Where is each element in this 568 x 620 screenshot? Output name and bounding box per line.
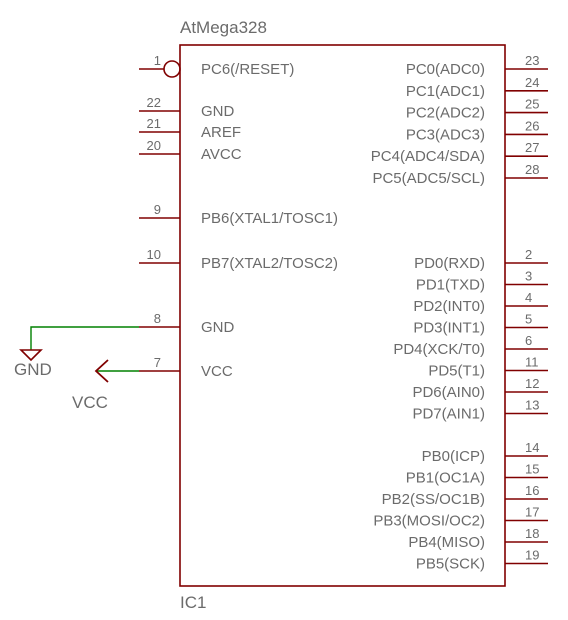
pin-name: AREF [201,124,241,141]
ground-symbol-icon [19,349,43,362]
pin-name: PB2(SS/OC1B) [382,491,485,508]
pin-name: PD3(INT1) [413,320,485,337]
pin-number: 11 [525,355,539,370]
right-pins: 23PC0(ADC0)24PC1(ADC1)25PC2(ADC2)26PC3(A… [371,53,548,573]
pin-name: PB4(MISO) [408,534,485,551]
chip-name: AtMega328 [180,18,267,37]
gnd-wire [30,326,139,350]
pin-name: PD5(T1) [428,363,485,380]
inversion-bubble-icon [163,60,181,78]
pin-name: PB0(ICP) [422,448,485,465]
pin-number: 12 [525,376,539,391]
pin-number: 7 [154,355,161,370]
pin-name: PB5(SCK) [416,556,485,573]
left-pins: 1PC6(/RESET)22GND21AREF20AVCC9PB6(XTAL1/… [139,53,338,380]
pin-number: 3 [525,269,532,284]
gnd-net: GND [14,326,139,379]
pin-number: 15 [525,462,539,477]
pin-number: 22 [147,95,161,110]
pin-name: PD1(TXD) [416,277,485,294]
pin-name: PB6(XTAL1/TOSC1) [201,210,338,227]
pin-name: PD0(RXD) [414,255,485,272]
pin-number: 20 [147,138,161,153]
pin-name: PB1(OC1A) [406,470,485,487]
pin-name: AVCC [201,146,242,163]
pin-name: PB3(MOSI/OC2) [373,513,485,530]
pin-number: 23 [525,53,539,68]
pin-number: 2 [525,247,532,262]
pin-number: 16 [525,483,539,498]
gnd-net-label: GND [14,360,52,379]
pin-name: GND [201,319,235,336]
chip-designator: IC1 [180,593,206,612]
pin-name: PD6(AIN0) [412,384,485,401]
pin-number: 13 [525,398,539,413]
pin-number: 5 [525,312,532,327]
pin-number: 28 [525,162,539,177]
pin-name: PC2(ADC2) [406,105,485,122]
pin-number: 4 [525,290,532,305]
pin-name: PC1(ADC1) [406,83,485,100]
pin-number: 6 [525,333,532,348]
pin-name: PB7(XTAL2/TOSC2) [201,255,338,272]
pin-name: PC4(ADC4/SDA) [371,148,485,165]
pin-number: 8 [154,311,161,326]
pin-number: 25 [525,97,539,112]
pin-number: 24 [525,75,539,90]
pin-name: PC5(ADC5/SCL) [372,170,485,187]
pin-number: 21 [147,116,161,131]
pin-name: PD2(INT0) [413,298,485,315]
pin-name: PC0(ADC0) [406,61,485,78]
pin-name: VCC [201,363,233,380]
pin-number: 10 [147,247,161,262]
pin-number: 17 [525,505,539,520]
supply-arrow-icon [94,359,109,383]
chip-body [179,44,506,587]
pin-name: PD7(AIN1) [412,406,485,423]
pin-number: 19 [525,548,539,563]
pin-name: PC3(ADC3) [406,126,485,143]
pin-number: 18 [525,526,539,541]
pin-name: PD4(XCK/T0) [393,341,485,358]
pin-name: GND [201,103,235,120]
pin-number: 26 [525,118,539,133]
pin-name: PC6(/RESET) [201,61,294,78]
vcc-net: VCC [72,359,139,412]
pin-number: 27 [525,140,539,155]
pin-number: 1 [154,53,161,68]
vcc-net-label: VCC [72,393,108,412]
pin-number: 9 [154,202,161,217]
pin-number: 14 [525,440,539,455]
